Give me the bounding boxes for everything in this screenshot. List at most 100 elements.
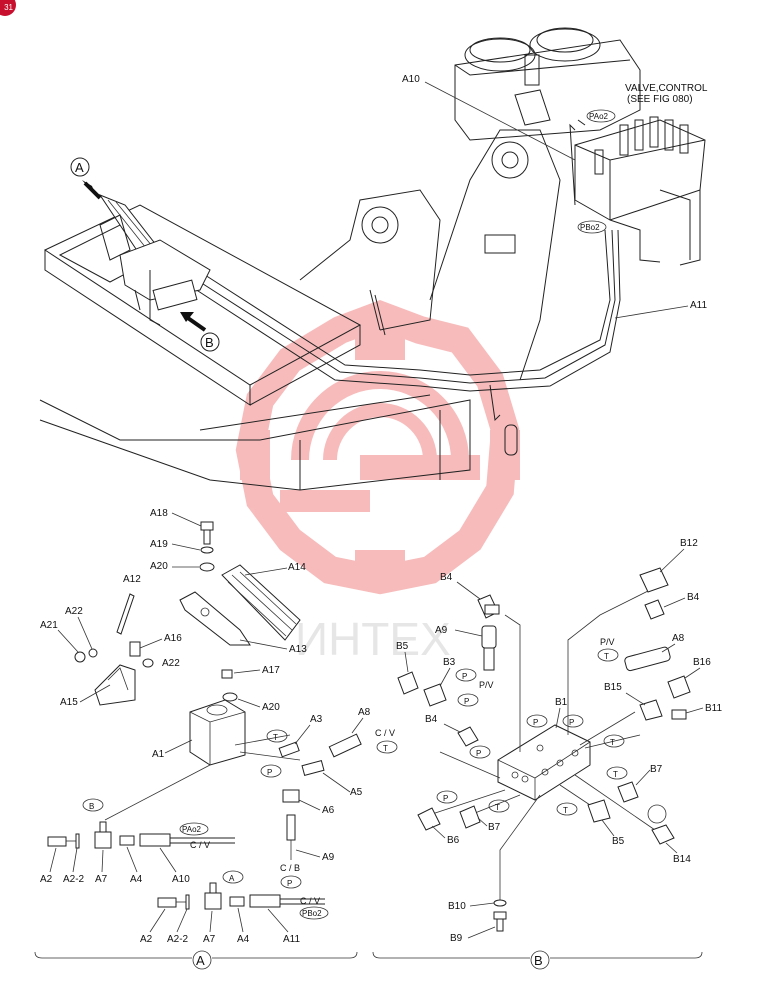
section-label-a: A (196, 953, 205, 968)
part-label-p6: P (443, 794, 448, 803)
part-label-a18: A18 (150, 508, 168, 519)
part-label-a22-top: A22 (65, 606, 83, 617)
part-label-a8: A8 (672, 633, 685, 644)
section-bracket-b (372, 951, 703, 959)
part-label-t-a8: T (383, 744, 388, 753)
part-label-a17: A17 (262, 665, 280, 676)
part-label-a7-top: A7 (95, 874, 108, 885)
callout-b (200, 332, 220, 352)
part-label-cv-a8: C / V (375, 728, 395, 738)
part-label-cb-a9: C / B (280, 863, 300, 873)
part-label-a2-2-bot: A2-2 (167, 934, 189, 945)
part-label-b11: B11 (705, 703, 722, 714)
part-label-a4-top: A4 (130, 874, 143, 885)
port-pao2 (586, 109, 616, 123)
detail-b: B1 B4 A9 P/V B5 B3 P P (372, 538, 722, 970)
part-label-a12: A12 (123, 574, 141, 585)
part-label-a20-mid: A20 (262, 702, 280, 713)
part-label-a10: A10 (172, 874, 190, 885)
part-label-p5: P (569, 718, 574, 727)
part-label-b6: B6 (447, 835, 460, 846)
part-label-t-a3: T (273, 733, 278, 742)
part-label-a21: A21 (40, 620, 58, 631)
part-label-t2: T (613, 770, 618, 779)
part-label-p4: P (533, 718, 538, 727)
part-label-cv-bot: C / V (300, 896, 320, 906)
callout-a (70, 157, 90, 177)
part-label-pv-a8: P/V (600, 637, 615, 647)
part-label-a2-bot: A2 (140, 934, 153, 945)
part-label-a9: A9 (322, 852, 335, 863)
part-label-b3: B3 (443, 657, 456, 668)
overview-pedal (98, 193, 211, 326)
part-label-b4-right: B4 (687, 592, 700, 603)
part-label-a5: A5 (350, 787, 363, 798)
part-label-pv-a9: P/V (479, 680, 494, 690)
watermark-text: ИНТЕХ (295, 613, 451, 665)
part-label-callout-a: A (75, 160, 84, 175)
part-label-callout-b: B (205, 335, 214, 350)
part-label-b1: B1 (555, 697, 568, 708)
fitting-row-lower: A C / V PBo2 A2 A2-2 A7 A4 A11 (140, 870, 329, 945)
corner-badge: 31 (0, 0, 16, 16)
manifold-b1 (497, 724, 591, 801)
part-label-a16: A16 (164, 633, 182, 644)
part-label-b-callout: B (89, 802, 94, 811)
part-label-b7-mid: B7 (488, 822, 501, 833)
part-label-a19: A19 (150, 539, 168, 550)
part-label-b16: B16 (693, 657, 711, 668)
label-a11: A11 (690, 300, 707, 311)
section-bracket-a (34, 951, 358, 959)
detail-a: A18 A19 A20 A14 A13 A12 A22 A21 A16 (34, 508, 398, 970)
part-label-p2: P (464, 697, 469, 706)
valve-note: VALVE,CONTROL (625, 83, 708, 94)
part-label-a8: A8 (358, 707, 371, 718)
part-label-p-a5: P (267, 768, 272, 777)
part-label-a9: A9 (435, 625, 448, 636)
part-label-port-pao2: PAo2 (589, 112, 609, 121)
part-label-a-callout: A (229, 874, 235, 883)
part-label-a20-top: A20 (150, 561, 168, 572)
fitting-row-upper: C / V PAo2 A2 A2-2 A7 A4 A10 (40, 821, 235, 885)
part-label-a13: A13 (289, 644, 307, 655)
part-label-b12: B12 (680, 538, 698, 549)
part-label-a2-top: A2 (40, 874, 53, 885)
part-label-b4-top: B4 (440, 572, 453, 583)
part-label-b14: B14 (673, 854, 691, 865)
valve-note-ref: (SEE FIG 080) (627, 94, 693, 105)
part-label-cv-top: C / V (190, 840, 210, 850)
part-label-a2-2-top: A2-2 (63, 874, 85, 885)
part-label-b7-right: B7 (650, 764, 663, 775)
part-label-pao2: PAo2 (182, 825, 202, 834)
control-valve (574, 116, 706, 266)
label-a10: A10 (402, 74, 420, 85)
part-label-t-a8: T (604, 652, 609, 661)
part-label-a4-bot: A4 (237, 934, 250, 945)
machine-overview: A B VALVE,CONTROL (SEE FIG 080) A10 A11 … (39, 27, 708, 491)
part-label-t4: T (563, 806, 568, 815)
port-pbo2 (577, 220, 607, 234)
part-label-a22-mid: A22 (162, 658, 180, 669)
watermark: ИНТЕХ (235, 300, 520, 665)
part-label-a15: A15 (60, 697, 78, 708)
part-label-b9: B9 (450, 933, 463, 944)
part-label-t1: T (610, 738, 615, 747)
part-label-a11: A11 (283, 934, 300, 945)
part-label-a7-bot: A7 (203, 934, 216, 945)
part-label-a1: A1 (152, 749, 165, 760)
part-label-b10: B10 (448, 901, 466, 912)
part-label-b5-left: B5 (396, 641, 409, 652)
part-label-t3: T (495, 803, 500, 812)
part-label-a6: A6 (322, 805, 335, 816)
part-label-p-a9: P (287, 879, 292, 888)
part-label-p3: P (476, 749, 481, 758)
part-label-a14: A14 (288, 562, 306, 573)
section-label-b: B (534, 953, 543, 968)
part-label-b15: B15 (604, 682, 622, 693)
part-label-p1: P (462, 672, 467, 681)
part-label-a3: A3 (310, 714, 323, 725)
part-label-b4-mid: B4 (425, 714, 438, 725)
part-label-b5-bot: B5 (612, 836, 625, 847)
part-label-port-pbo2: PBo2 (580, 223, 600, 232)
